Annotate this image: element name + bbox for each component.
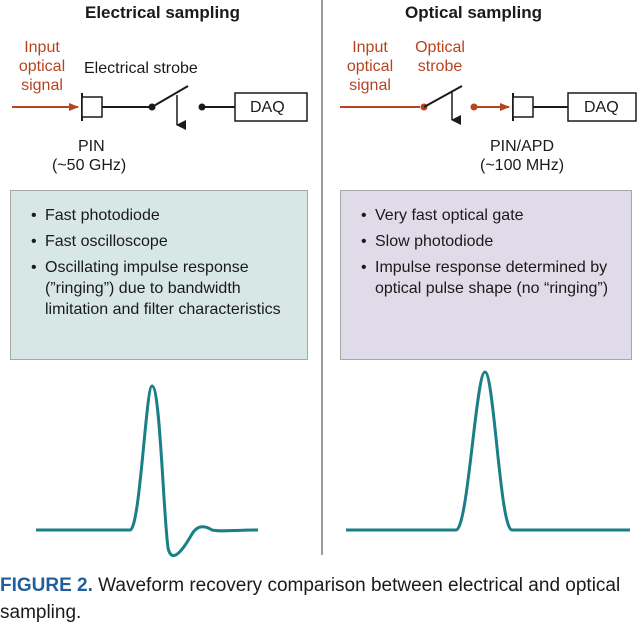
feature-item: •Impulse response determined by optical …: [361, 259, 609, 297]
pin-apd-bandwidth-label: (~100 MHz): [480, 157, 565, 174]
daq-label: DAQ: [250, 99, 285, 116]
feature-item: •Oscillating impulse response (”ringing”…: [31, 259, 281, 318]
pin-label: PIN: [78, 138, 105, 155]
figure-caption: FIGURE 2. Waveform recovery comparison b…: [0, 572, 640, 626]
optical-strobe-switch: [423, 85, 463, 108]
pin-photodiode: [81, 96, 103, 118]
pin-apd-photodiode: [512, 96, 534, 118]
electrical-sampling-title: Electrical sampling: [85, 3, 240, 22]
daq-label: DAQ: [584, 99, 619, 116]
pin-apd-label: PIN/APD: [490, 138, 555, 155]
electrical-waveform-ringing: [36, 384, 259, 557]
daq-box: [234, 92, 308, 122]
optical-sampling-title: Optical sampling: [405, 3, 542, 22]
daq-box: [567, 92, 637, 122]
figure-number: FIGURE 2.: [0, 575, 93, 596]
feature-item: •Fast oscilloscope: [31, 233, 168, 250]
feature-item: •Slow photodiode: [361, 233, 494, 250]
electrical-strobe-label: Electrical strobe: [84, 60, 198, 77]
caption-text: Waveform recovery comparison between ele…: [0, 575, 621, 623]
electrical-features-box: •Fast photodiode •Fast oscilloscope •Osc…: [10, 190, 308, 360]
pin-bandwidth-label: (~50 GHz): [52, 157, 127, 174]
electrical-strobe-switch: [151, 85, 189, 108]
optical-waveform-clean: [346, 370, 630, 532]
optical-features-box: •Very fast optical gate •Slow photodiode…: [340, 190, 632, 360]
feature-item: •Fast photodiode: [31, 207, 160, 224]
feature-item: •Very fast optical gate: [361, 207, 524, 224]
